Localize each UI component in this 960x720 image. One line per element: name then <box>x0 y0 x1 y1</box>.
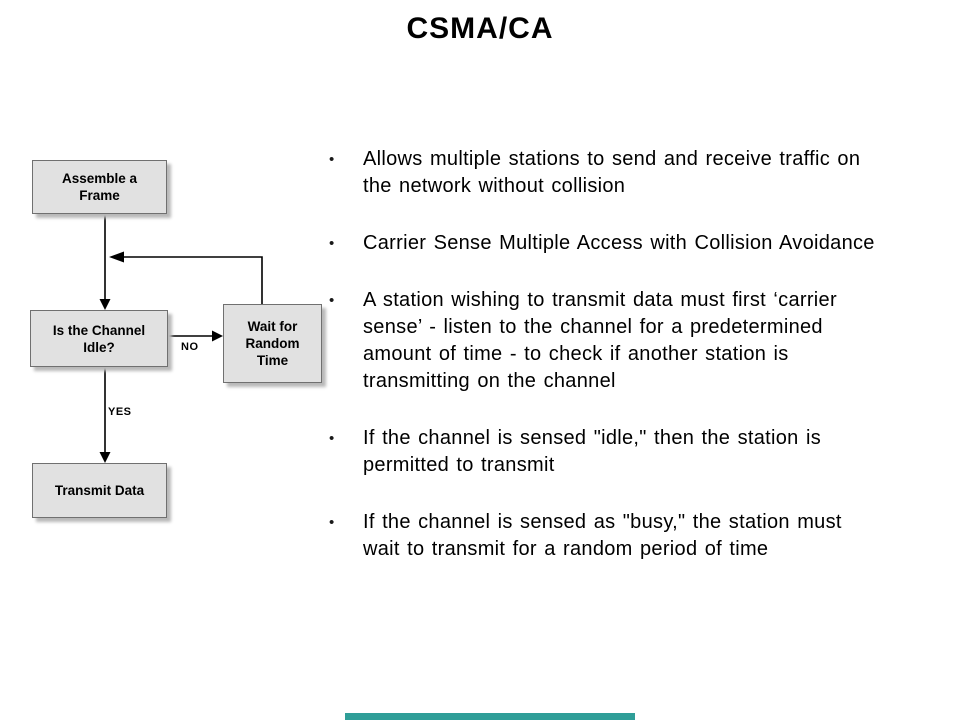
page-title: CSMA/CA <box>406 12 554 45</box>
bullet-text-line: Carrier Sense Multiple Access with Colli… <box>363 232 875 254</box>
footer-accent-bar <box>345 713 635 720</box>
bullet-icon: • <box>329 514 335 531</box>
bullet-text-line: permitted to transmit <box>363 454 555 476</box>
bullet-icon: • <box>329 151 335 168</box>
flow-box-text-line: Random <box>245 336 300 351</box>
bullet-text-line: If the channel is sensed "idle," then th… <box>363 427 822 449</box>
list-item: • A station wishing to transmit data mus… <box>326 287 952 395</box>
list-item: • If the channel is sensed as "busy," th… <box>326 509 952 563</box>
flow-box-channel-idle: Is the Channel Idle? <box>30 310 168 367</box>
bullet-list: • Allows multiple stations to send and r… <box>326 146 952 593</box>
bullet-icon: • <box>329 292 335 309</box>
bullet-text: If the channel is sensed "idle," then th… <box>363 425 821 479</box>
list-item: • Allows multiple stations to send and r… <box>326 146 952 200</box>
flow-box-text-line: Time <box>256 353 289 368</box>
bullet-text-line: If the channel is sensed as "busy," the … <box>363 511 842 533</box>
bullet-text-line: wait to transmit for a random period of … <box>363 538 769 560</box>
flow-box-text-line: Transmit Data <box>54 483 145 498</box>
connector-wait-feedback <box>114 256 263 304</box>
arrowhead-down-channel <box>99 299 111 310</box>
bullet-text-line: transmitting on the channel <box>363 370 616 392</box>
arrowhead-down-transmit <box>99 452 111 463</box>
bullet-text-line: sense’ - listen to the channel for a pre… <box>363 316 823 338</box>
flow-box-text-line: Is the Channel <box>52 322 146 338</box>
flow-box-wait-random-time: Wait for Random Time <box>223 304 322 383</box>
flow-box-text-line: Assemble a <box>61 171 138 186</box>
bullet-text: If the channel is sensed as "busy," the … <box>363 509 842 563</box>
bullet-text-line: the network without collision <box>363 175 626 197</box>
arrowhead-right-wait <box>212 330 223 342</box>
flow-box-transmit-data: Transmit Data <box>32 463 167 518</box>
bullet-icon: • <box>329 235 335 252</box>
flow-box-text-line: Wait for <box>247 319 298 334</box>
arrowhead-left-feedback <box>109 251 124 263</box>
bullet-text: Allows multiple stations to send and rec… <box>363 146 860 200</box>
bullet-text: Carrier Sense Multiple Access with Colli… <box>363 230 875 257</box>
bullet-text-line: Allows multiple stations to send and rec… <box>363 148 861 170</box>
bullet-text: A station wishing to transmit data must … <box>363 287 837 395</box>
bullet-icon: • <box>329 430 335 447</box>
bullet-text-line: A station wishing to transmit data must … <box>363 289 837 311</box>
flowchart-connectors <box>99 214 263 463</box>
edge-label-no: NO <box>181 341 199 353</box>
list-item: • Carrier Sense Multiple Access with Col… <box>326 230 952 257</box>
list-item: • If the channel is sensed "idle," then … <box>326 425 952 479</box>
bullet-text-line: amount of time - to check if another sta… <box>363 343 789 365</box>
flow-box-assemble-frame: Assemble a Frame <box>32 160 167 214</box>
flow-box-text-line: Idle? <box>83 339 115 355</box>
flow-box-text-line: Frame <box>79 188 120 203</box>
edge-label-yes: YES <box>108 406 132 418</box>
